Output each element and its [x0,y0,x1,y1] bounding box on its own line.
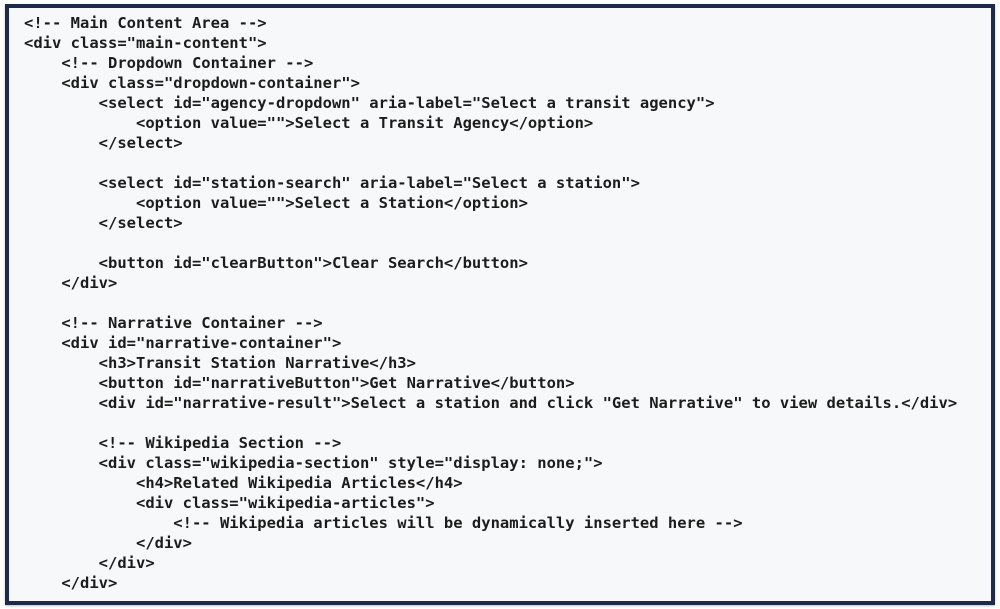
code-line [24,153,985,173]
code-line: </select> [24,134,183,152]
code-line: <!-- Dropdown Container --> [24,54,314,72]
code-line: <div class="dropdown-container"> [24,74,360,92]
code-line: <!-- Main Content Area --> [24,14,267,32]
code-line: </div> [24,274,118,292]
code-line: <div class="wikipedia-section" style="di… [24,454,603,472]
code-line: <option value="">Select a Station</optio… [24,194,528,212]
code-line: </select> [24,214,183,232]
code-line: <option value="">Select a Transit Agency… [24,114,594,132]
code-line: <div class="main-content"> [24,34,267,52]
code-line: </div> [24,534,192,552]
code-line: </div> [24,554,155,572]
code-line: <div class="wikipedia-articles"> [24,494,435,512]
code-line: <button id="narrativeButton">Get Narrati… [24,374,575,392]
code-line [24,233,985,253]
code-line: <div id="narrative-result">Select a stat… [24,394,958,412]
code-line: <h3>Transit Station Narrative</h3> [24,354,416,372]
code-line: <select id="agency-dropdown" aria-label=… [24,94,715,112]
code-line: </div> [24,574,118,592]
code-line: <button id="clearButton">Clear Search</b… [24,254,528,272]
code-line: <select id="station-search" aria-label="… [24,174,640,192]
code-line: <h4>Related Wikipedia Articles</h4> [24,474,463,492]
code-line: <!-- Narrative Container --> [24,314,323,332]
code-line [24,413,985,433]
code-line: <!-- Wikipedia articles will be dynamica… [24,514,743,532]
code-line [24,293,985,313]
code-block: <!-- Main Content Area --> <div class="m… [24,13,985,601]
code-snippet-frame: <!-- Main Content Area --> <div class="m… [5,4,995,605]
code-line: <div id="narrative-container"> [24,334,342,352]
code-line: <!-- Wikipedia Section --> [24,434,342,452]
